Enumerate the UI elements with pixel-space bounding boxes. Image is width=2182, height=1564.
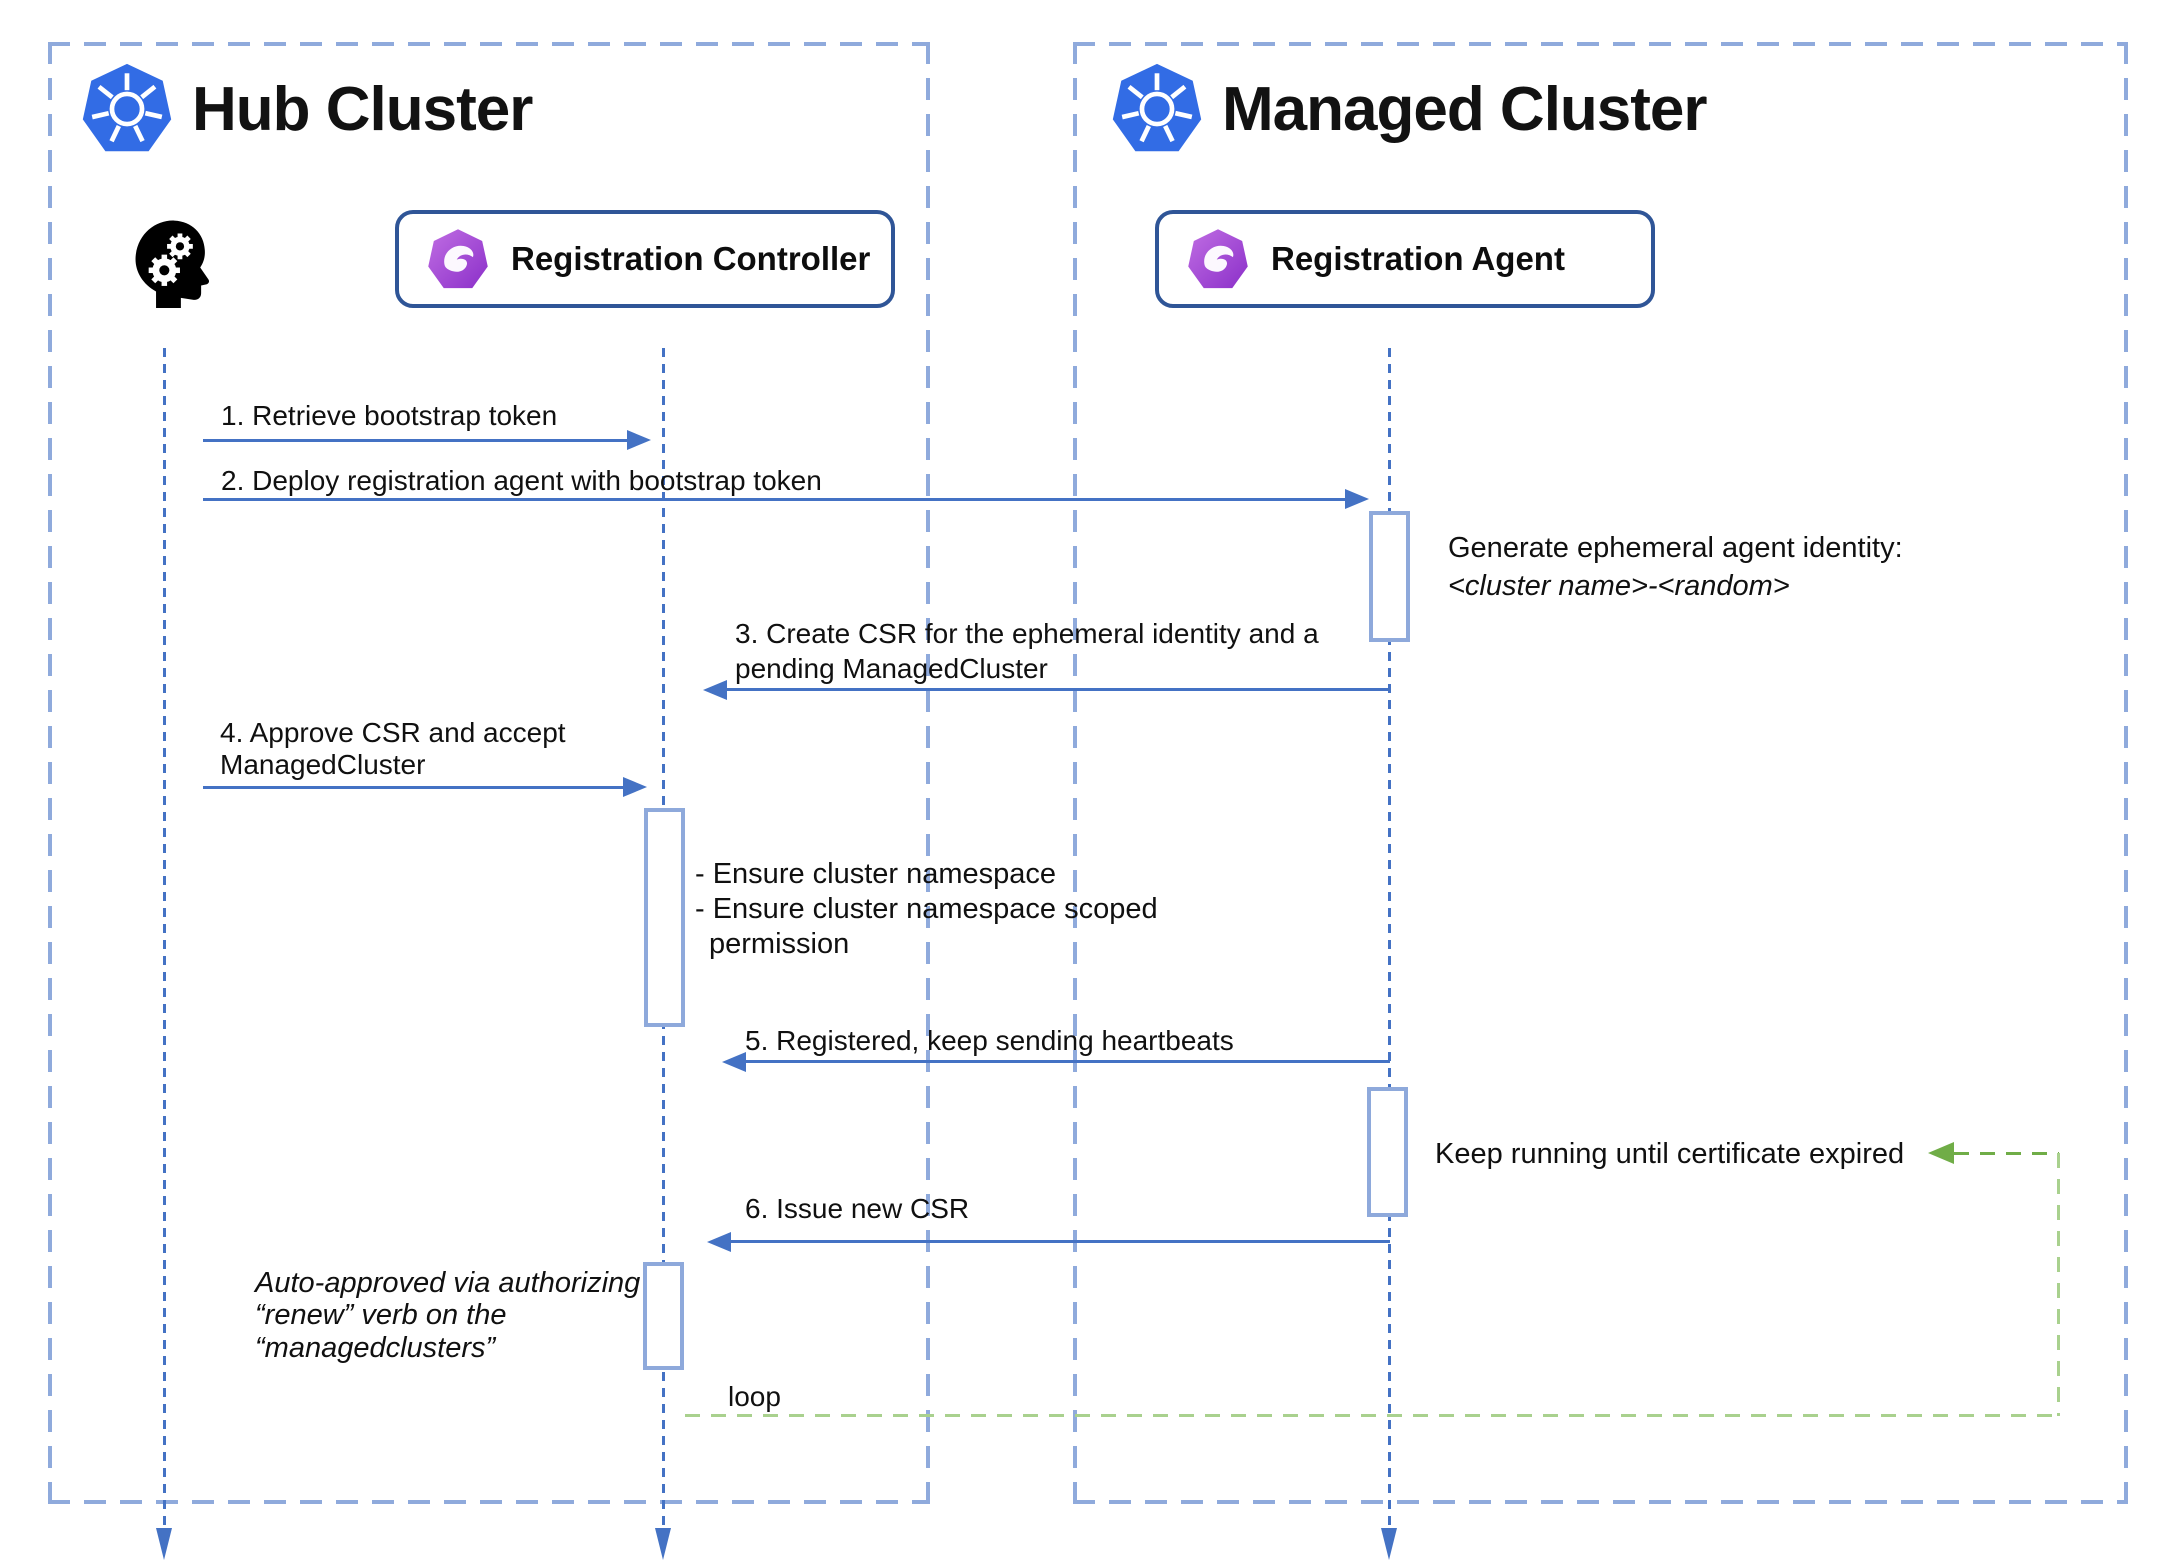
loop-line-vertical	[2057, 1153, 2060, 1416]
managed-cluster-title: Managed Cluster	[1222, 75, 1708, 144]
gear-icon	[148, 254, 180, 286]
gear-icon	[167, 233, 193, 260]
registration-agent-label: Registration Agent	[1271, 240, 1565, 277]
kubernetes-icon	[82, 63, 172, 152]
admin-user-icon	[135, 220, 210, 308]
message-3-arrowhead	[703, 680, 727, 700]
note-ensure-line2: - Ensure cluster namespace scoped	[695, 893, 1158, 925]
message-6-line	[729, 1240, 1390, 1243]
note-ensure-line3: permission	[709, 928, 850, 960]
message-3-line	[725, 688, 1390, 691]
message-3-label-line2: pending ManagedCluster	[735, 653, 1048, 684]
agent-lifeline-arrowhead	[1381, 1528, 1397, 1560]
controller-activation-2	[643, 1262, 684, 1370]
agent-activation-1	[1369, 511, 1410, 642]
registration-controller-label: Registration Controller	[511, 240, 871, 277]
message-1-line	[203, 439, 627, 442]
agent-activation-2	[1367, 1087, 1408, 1217]
ocm-icon	[1188, 229, 1248, 289]
ocm-icon	[428, 229, 488, 289]
message-5-label: 5. Registered, keep sending heartbeats	[745, 1025, 1234, 1056]
loop-return-arrowhead	[1928, 1142, 1954, 1164]
note-generate-line2: <cluster name>-<random>	[1448, 570, 1790, 602]
admin-lifeline	[163, 348, 166, 1532]
hub-cluster-title: Hub Cluster	[192, 75, 533, 144]
note-auto-line3: “managedclusters”	[255, 1332, 496, 1364]
message-4-label-line2: ManagedCluster	[220, 749, 426, 780]
registration-agent-box: Registration Agent	[1155, 210, 1655, 308]
message-1-label: 1. Retrieve bootstrap token	[221, 400, 558, 431]
admin-lifeline-arrowhead	[156, 1528, 172, 1560]
managed-border-right	[2124, 42, 2128, 1504]
note-generate-line1: Generate ephemeral agent identity:	[1448, 532, 1903, 564]
message-4-label-line1: 4. Approve CSR and accept	[220, 717, 566, 748]
message-4-line	[203, 786, 623, 789]
managed-border-left	[1073, 42, 1077, 1504]
agent-lifeline	[1388, 348, 1391, 1532]
message-2-label: 2. Deploy registration agent with bootst…	[221, 465, 822, 496]
registration-controller-box: Registration Controller	[395, 210, 895, 308]
controller-lifeline-arrowhead	[655, 1528, 671, 1560]
hub-border-bottom	[48, 1500, 930, 1504]
managed-border-bottom	[1073, 1500, 2126, 1504]
note-ensure-line1: - Ensure cluster namespace	[695, 858, 1057, 890]
message-5-arrowhead	[722, 1052, 746, 1072]
message-6-arrowhead	[707, 1232, 731, 1252]
controller-activation-1	[644, 808, 685, 1027]
hub-border-left	[48, 42, 52, 1504]
message-2-arrowhead	[1345, 489, 1369, 509]
hub-border-top	[48, 42, 930, 46]
note-keep-running: Keep running until certificate expired	[1435, 1138, 1905, 1170]
loop-label: loop	[728, 1381, 781, 1412]
message-6-label: 6. Issue new CSR	[745, 1193, 970, 1224]
managed-border-top	[1073, 42, 2126, 46]
note-auto-line2: “renew” verb on the	[255, 1299, 507, 1331]
message-2-line	[203, 498, 1345, 501]
message-4-arrowhead	[623, 777, 647, 797]
kubernetes-icon	[1112, 63, 1202, 152]
loop-line-bottom	[685, 1414, 2060, 1417]
hub-border-right	[926, 42, 930, 1504]
loop-return-line-top	[1954, 1152, 2059, 1155]
message-1-arrowhead	[627, 430, 651, 450]
message-5-line	[744, 1060, 1390, 1063]
note-auto-line1: Auto-approved via authorizing	[255, 1267, 641, 1299]
message-3-label-line1: 3. Create CSR for the ephemeral identity…	[735, 618, 1319, 649]
